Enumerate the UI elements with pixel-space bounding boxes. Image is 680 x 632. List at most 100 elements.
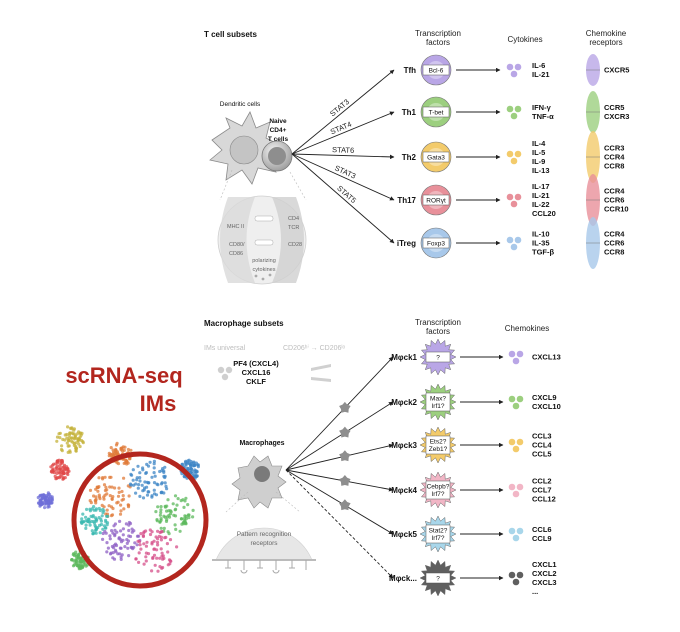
macro-tf-box <box>425 524 451 544</box>
macro-tf-box <box>425 392 451 412</box>
cytokine-dots <box>514 63 522 71</box>
chemokine-dots <box>512 357 520 365</box>
dendritic-cells-label: Dendritic cells <box>220 101 261 108</box>
tcell-cytokines-header: Cytokines <box>507 35 542 44</box>
cytokine-dots <box>506 236 514 244</box>
cytokine-dots <box>514 193 522 201</box>
macrophages-label: Macrophages <box>239 440 284 447</box>
dendritic-cell-illustration <box>209 111 293 185</box>
macro-arrow <box>285 356 394 471</box>
macro-chemokines-header: Chemokines <box>505 324 549 333</box>
macro-stimulus-shape <box>339 450 351 462</box>
macro-tf-label: ? <box>436 575 440 582</box>
cytokine-dots <box>510 70 518 78</box>
subset-name: Th1 <box>402 108 417 117</box>
tf-label: RORγt <box>426 197 446 204</box>
tf-box <box>422 194 450 206</box>
synapse-zoom-illustration <box>217 169 307 285</box>
macro-arrow <box>285 469 394 579</box>
macro-tf-box <box>425 435 451 455</box>
macro-arrow <box>285 443 394 471</box>
chemokine-list: CXCL13 <box>532 353 561 362</box>
cytokine-dots <box>510 243 518 251</box>
macro-tf-label: Cebpb?Irf7? <box>427 484 450 499</box>
ims-universal-label: IMs universal <box>204 345 246 352</box>
cytokine-dots <box>514 105 522 113</box>
tf-box <box>422 106 450 118</box>
cytokine-dots <box>510 200 518 208</box>
macrophage-cell-illustration <box>231 455 287 509</box>
polarization-arrow <box>291 153 395 244</box>
chemokine-dots <box>512 534 520 542</box>
subset-name: Tfh <box>404 66 417 75</box>
umap-highlight-ring <box>71 451 209 589</box>
tcell-section-title: T cell subsets <box>204 30 257 39</box>
macro-subset-name: Mφck2 <box>391 398 417 407</box>
macro-subset-name: Mφck4 <box>391 486 417 495</box>
cytokine-dots <box>514 236 522 244</box>
macro-stimulus-shape <box>339 401 351 413</box>
cytokine-dots <box>510 157 518 165</box>
universal-chemokine-dots <box>217 364 331 382</box>
cd28-label: CD28 <box>288 242 302 248</box>
macro-tf-box <box>425 351 451 363</box>
cytokine-dots <box>510 112 518 120</box>
macro-tf-box <box>425 480 451 500</box>
macro-arrow <box>285 401 394 471</box>
cytokine-dots <box>506 193 514 201</box>
tf-box <box>422 151 450 163</box>
cd80-label: CD80/CD86 <box>229 242 245 257</box>
macro-section-title: Macrophage subsets <box>204 319 284 328</box>
macro-tf-label: Stat2?Irf7? <box>429 528 448 543</box>
cd206-label: CD206ʰⁱ → CD206ˡᵒ <box>283 344 346 352</box>
cytokine-dots <box>506 105 514 113</box>
macro-subset-name: Mφck3 <box>391 441 417 450</box>
chemokine-dots <box>508 571 516 579</box>
tf-box <box>422 237 450 249</box>
umap-illustration <box>36 425 200 573</box>
chemokine-dots <box>508 350 516 358</box>
subset-name: iTreg <box>397 239 416 248</box>
macro-tf-label: ? <box>436 354 440 361</box>
macro-stimulus-shape <box>339 426 351 438</box>
macro-stimulus-shape <box>339 475 351 486</box>
macro-tf-label: Ets2?Zeb1? <box>429 439 448 454</box>
tf-label: Bcl-6 <box>429 67 444 74</box>
subset-name: Th2 <box>402 153 417 162</box>
chemokine-dots <box>516 527 524 535</box>
macro-tf-label: Max?Irf1? <box>430 396 446 411</box>
tf-label: Foxp3 <box>427 240 445 247</box>
cytokine-dots <box>506 150 514 158</box>
macro-subset-name: Mφck... <box>389 574 417 583</box>
polarization-arrow <box>291 153 395 160</box>
chemokine-dots <box>516 438 524 446</box>
macro-stimulus-shape <box>339 499 351 511</box>
scrna-title: scRNA-seq <box>65 363 182 388</box>
macro-arrow <box>285 469 394 535</box>
chemokine-dots <box>512 578 520 586</box>
polarization-arrow <box>291 153 395 201</box>
polarization-arrow <box>291 111 395 155</box>
chemokine-dots <box>516 483 524 491</box>
chemokine-dots <box>516 395 524 403</box>
macro-subset-name: Mφck1 <box>391 353 417 362</box>
cytokine-dots <box>514 150 522 158</box>
prr-zoom-illustration <box>212 491 316 574</box>
